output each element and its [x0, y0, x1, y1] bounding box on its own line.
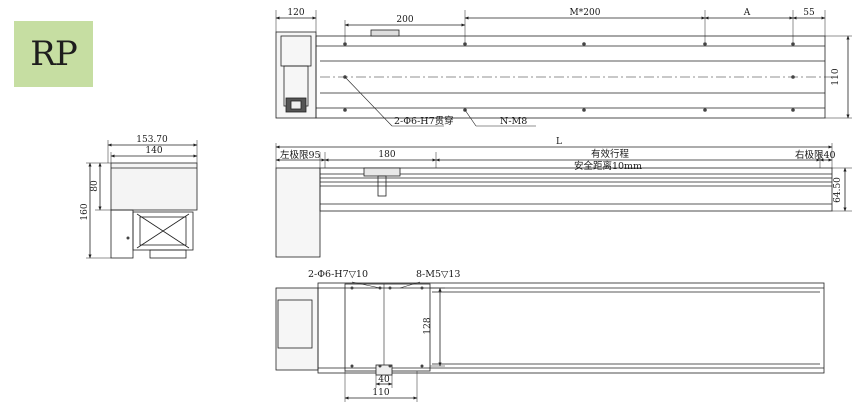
bottom-view-labels: 2-Φ6-H7▽10 8-M5▽13 128 40 110	[308, 269, 460, 398]
dim-carriage: 180	[378, 150, 395, 160]
side-view	[275, 143, 852, 258]
dim-profile-height: 64.50	[833, 177, 843, 203]
top-view-labels: 120 200 M*200 A 55 110 2-Φ6-H7贯穿 N-M8	[287, 8, 841, 127]
end-profile-inner	[139, 216, 187, 246]
dim-stroke: 有效行程	[591, 148, 630, 160]
bottom-rail	[317, 282, 825, 374]
dim-bottom-width: 110	[372, 388, 389, 398]
callout-holes: 2-Φ6-H7贯穿	[394, 115, 454, 127]
dim-safety: 安全距离10mm	[574, 160, 642, 172]
end-body	[110, 162, 198, 211]
callout-tapped: N-M8	[500, 116, 527, 127]
side-view-labels: L 左极限95 180 有效行程 安全距离10mm 右极限40 64.50	[280, 137, 843, 203]
side-carriage	[363, 167, 401, 177]
model-label: RP	[30, 34, 77, 74]
bottom-motor	[275, 287, 319, 371]
end-view	[86, 140, 198, 259]
end-base	[149, 249, 187, 259]
side-carriage-post	[377, 175, 387, 197]
bottom-holes	[350, 286, 424, 368]
model-badge: RP	[14, 21, 93, 87]
dim-pitch: 200	[396, 15, 413, 25]
dim-right-limit: 右极限40	[795, 149, 836, 161]
dim-repeat: M*200	[570, 8, 601, 18]
dim-bottom-height: 128	[423, 317, 433, 334]
dim-left: 120	[287, 8, 304, 18]
connector-pin	[290, 100, 302, 110]
dim-total-height: 160	[80, 203, 90, 220]
dim-pin-spacing: 40	[378, 375, 390, 385]
callout-pin-holes: 2-Φ6-H7▽10	[308, 269, 368, 280]
side-motor	[275, 167, 321, 258]
dim-a: A	[743, 8, 751, 18]
bottom-key	[375, 364, 393, 376]
end-view-labels: 153.70 140 80 160	[80, 135, 168, 221]
bottom-carriage	[344, 283, 431, 372]
dim-upper-height: 80	[90, 180, 100, 192]
dim-left-limit: 左极限95	[280, 149, 321, 161]
dim-height: 110	[831, 68, 841, 85]
dim-right: 55	[803, 8, 815, 18]
bottom-motor-face	[277, 299, 313, 349]
dim-length: L	[556, 137, 562, 147]
dim-overall-width: 153.70	[136, 135, 168, 145]
top-view	[275, 10, 852, 127]
bottom-view	[275, 281, 825, 402]
end-motor	[110, 209, 134, 259]
callout-screw-holes: 8-M5▽13	[416, 269, 460, 280]
dim-width: 140	[145, 146, 162, 156]
side-rail	[319, 167, 833, 212]
carriage-top	[370, 29, 400, 37]
